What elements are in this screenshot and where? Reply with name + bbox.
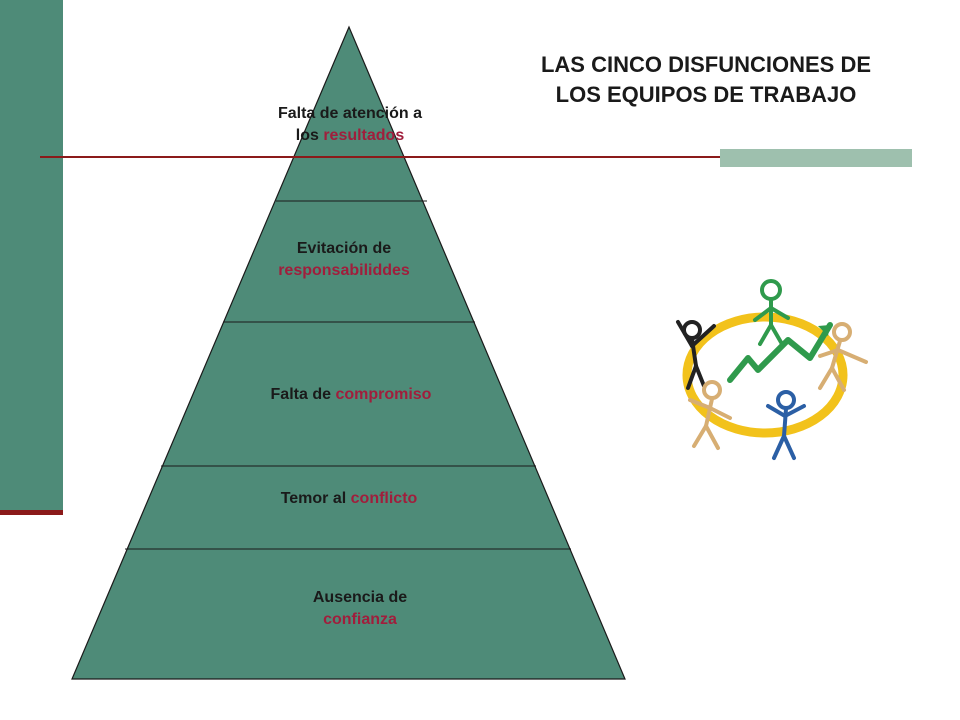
level-conflict-plain: Temor al (280, 490, 351, 507)
horizontal-rule (40, 156, 912, 158)
level-trust-highlight: confianza (323, 611, 397, 628)
level-results-line-1: Falta de atención a (277, 105, 423, 122)
title-line-1: LAS CINCO DISFUNCIONES DE (540, 52, 872, 77)
logo-figure-black (676, 320, 716, 390)
logo-figure-tan-right (818, 322, 868, 392)
left-accent-bar (0, 0, 63, 510)
logo-ring (682, 312, 848, 438)
teamwork-circle-icon (676, 279, 868, 460)
pyramid-level-trust: Ausencia de confianza (230, 587, 490, 631)
page-title: LAS CINCO DISFUNCIONES DE LOS EQUIPOS DE… (486, 50, 926, 110)
logo-trend-arrow (727, 322, 833, 383)
pyramid-level-conflict: Temor al conflicto (219, 488, 479, 510)
level-results-plain: los (295, 127, 324, 144)
level-trust-line-1: Ausencia de (312, 589, 408, 606)
level-accountability-line-1: Evitación de (296, 240, 392, 257)
pyramid-level-results: Falta de atención a los resultados (220, 103, 480, 147)
level-results-highlight: resultados (323, 127, 405, 144)
pyramid-level-accountability: Evitación de responsabiliddes (214, 238, 474, 282)
level-results-line-2: los resultados (220, 125, 480, 147)
pyramid-shape (71, 25, 626, 680)
logo-figure-green (753, 279, 790, 346)
accent-block (720, 149, 912, 167)
title-line-2: LOS EQUIPOS DE TRABAJO (555, 82, 857, 107)
pyramid-level-commitment: Falta de compromiso (221, 384, 481, 406)
level-commitment-highlight: compromiso (335, 386, 432, 403)
logo-figure-tan-left (688, 380, 732, 450)
left-accent-bar-foot (0, 510, 63, 515)
level-accountability-highlight: responsabiliddes (278, 262, 410, 279)
level-conflict-highlight: conflicto (350, 490, 418, 507)
logo-arrowhead (818, 325, 830, 336)
logo-figure-blue (766, 390, 806, 460)
level-commitment-plain: Falta de (270, 386, 336, 403)
